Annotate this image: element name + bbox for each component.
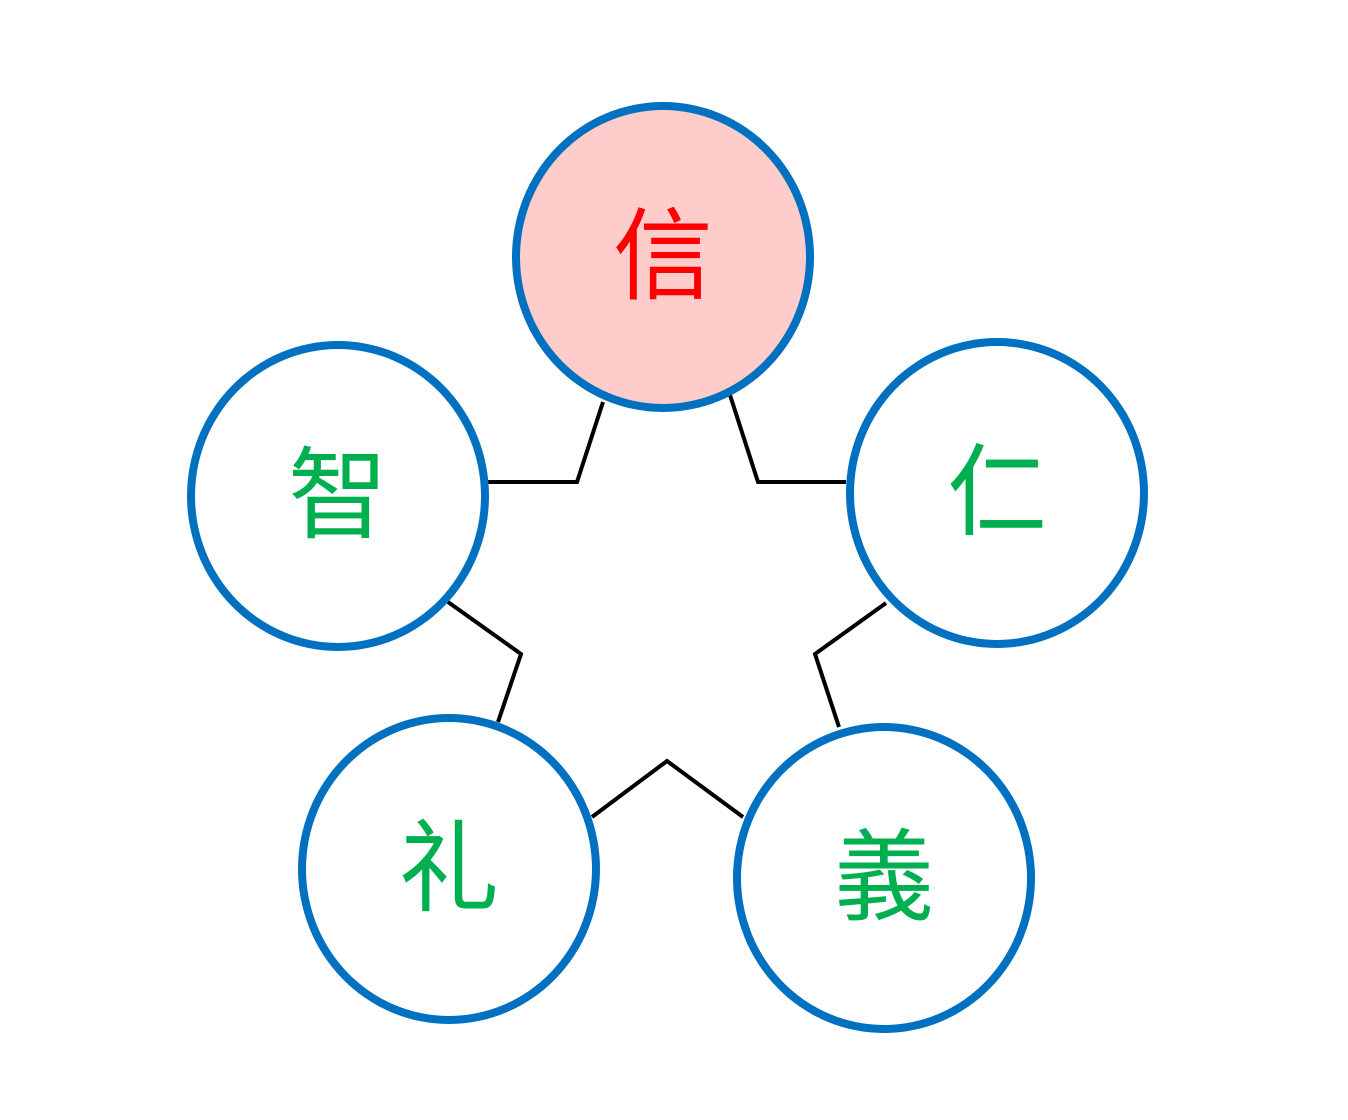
connector-jin-gi (812, 601, 888, 728)
connector-chi-shin (488, 401, 605, 484)
node-label-rei: 礼 (399, 810, 499, 927)
node-jin: 仁 (846, 338, 1148, 648)
connector-shin-jin (728, 394, 846, 484)
node-shin: 信 (512, 102, 814, 412)
node-rei: 礼 (298, 714, 600, 1024)
node-label-jin: 仁 (947, 434, 1047, 551)
node-chi: 智 (187, 341, 489, 651)
node-label-chi: 智 (288, 437, 388, 554)
node-label-shin: 信 (613, 198, 713, 315)
node-label-gi: 義 (834, 819, 934, 936)
connector-gi-rei (590, 758, 745, 819)
node-gi: 義 (733, 723, 1035, 1033)
connector-rei-chi (446, 600, 524, 723)
